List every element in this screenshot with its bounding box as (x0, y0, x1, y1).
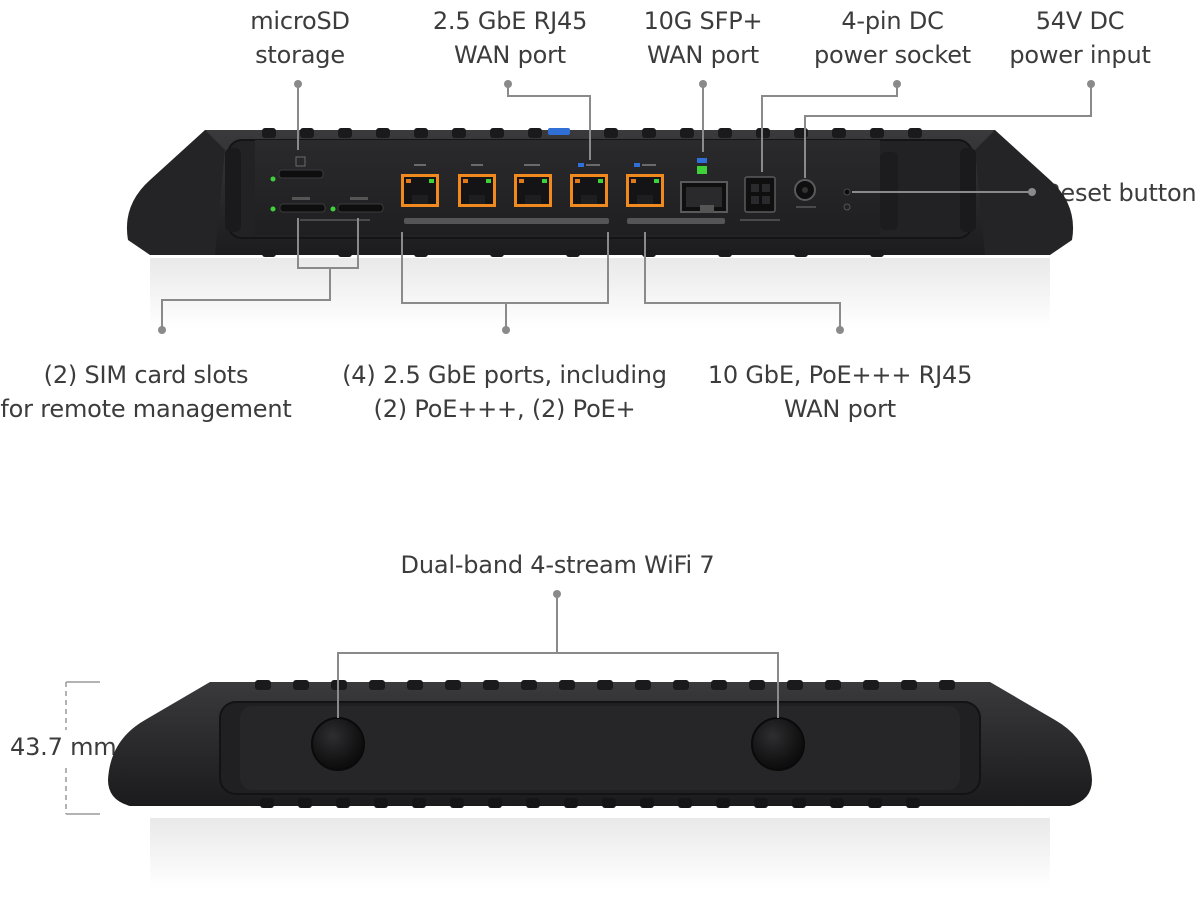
status-led (270, 176, 276, 182)
lan-port-bar (404, 218, 609, 224)
label-dc-socket: 4-pin DC power socket (813, 7, 971, 69)
label-wan10: 10 GbE, PoE+++ RJ45 WAN port (707, 361, 973, 423)
label-height: 43.7 mm (10, 733, 117, 761)
label-rj45-wan: 2.5 GbE RJ45 WAN port (432, 7, 588, 69)
label-wifi: Dual-band 4-stream WiFi 7 (400, 551, 715, 579)
leader-sim (161, 218, 359, 330)
reset-pinhole (843, 188, 851, 196)
rj45-port-3 (514, 174, 552, 207)
leader-ports (401, 232, 609, 330)
label-sim: (2) SIM card slots for remote management (0, 361, 292, 423)
leader-dc-socket (761, 84, 898, 172)
sim-led-1 (270, 206, 276, 212)
leader-rj45-wan (507, 84, 591, 160)
sim-led-2 (330, 206, 336, 212)
rj45-port-1 (401, 174, 439, 207)
wan-port-bar (627, 218, 725, 224)
front-panel-device (108, 680, 1092, 808)
leader-wan10 (644, 232, 841, 330)
rj45-wan-port (626, 174, 664, 207)
label-reset: Reset button (1045, 179, 1197, 207)
sfp-port (680, 158, 728, 213)
rear-panel-device (126, 128, 1074, 257)
rj45-port-2 (458, 174, 496, 207)
blue-accent (548, 128, 570, 135)
microsd-icon (295, 156, 306, 167)
label-microsd: microSD storage (250, 7, 350, 69)
height-dimension (65, 681, 100, 815)
rear-reflection (150, 258, 1050, 328)
leader-dc-input (804, 84, 1092, 178)
sim-slot-1 (279, 203, 326, 213)
dc-barrel-jack (794, 179, 816, 208)
front-reflection (150, 818, 1050, 888)
rj45-port-4 (570, 174, 608, 207)
label-sfp-wan: 10G SFP+ WAN port (643, 7, 763, 69)
label-ports: (4) 2.5 GbE ports, including (2) PoE+++,… (342, 361, 667, 423)
label-dc-input: 54V DC power input (1009, 7, 1151, 69)
leader-wifi (337, 594, 779, 718)
sim-slot-2 (337, 203, 384, 213)
dc-4pin-socket (740, 176, 780, 221)
microsd-slot (278, 169, 324, 179)
